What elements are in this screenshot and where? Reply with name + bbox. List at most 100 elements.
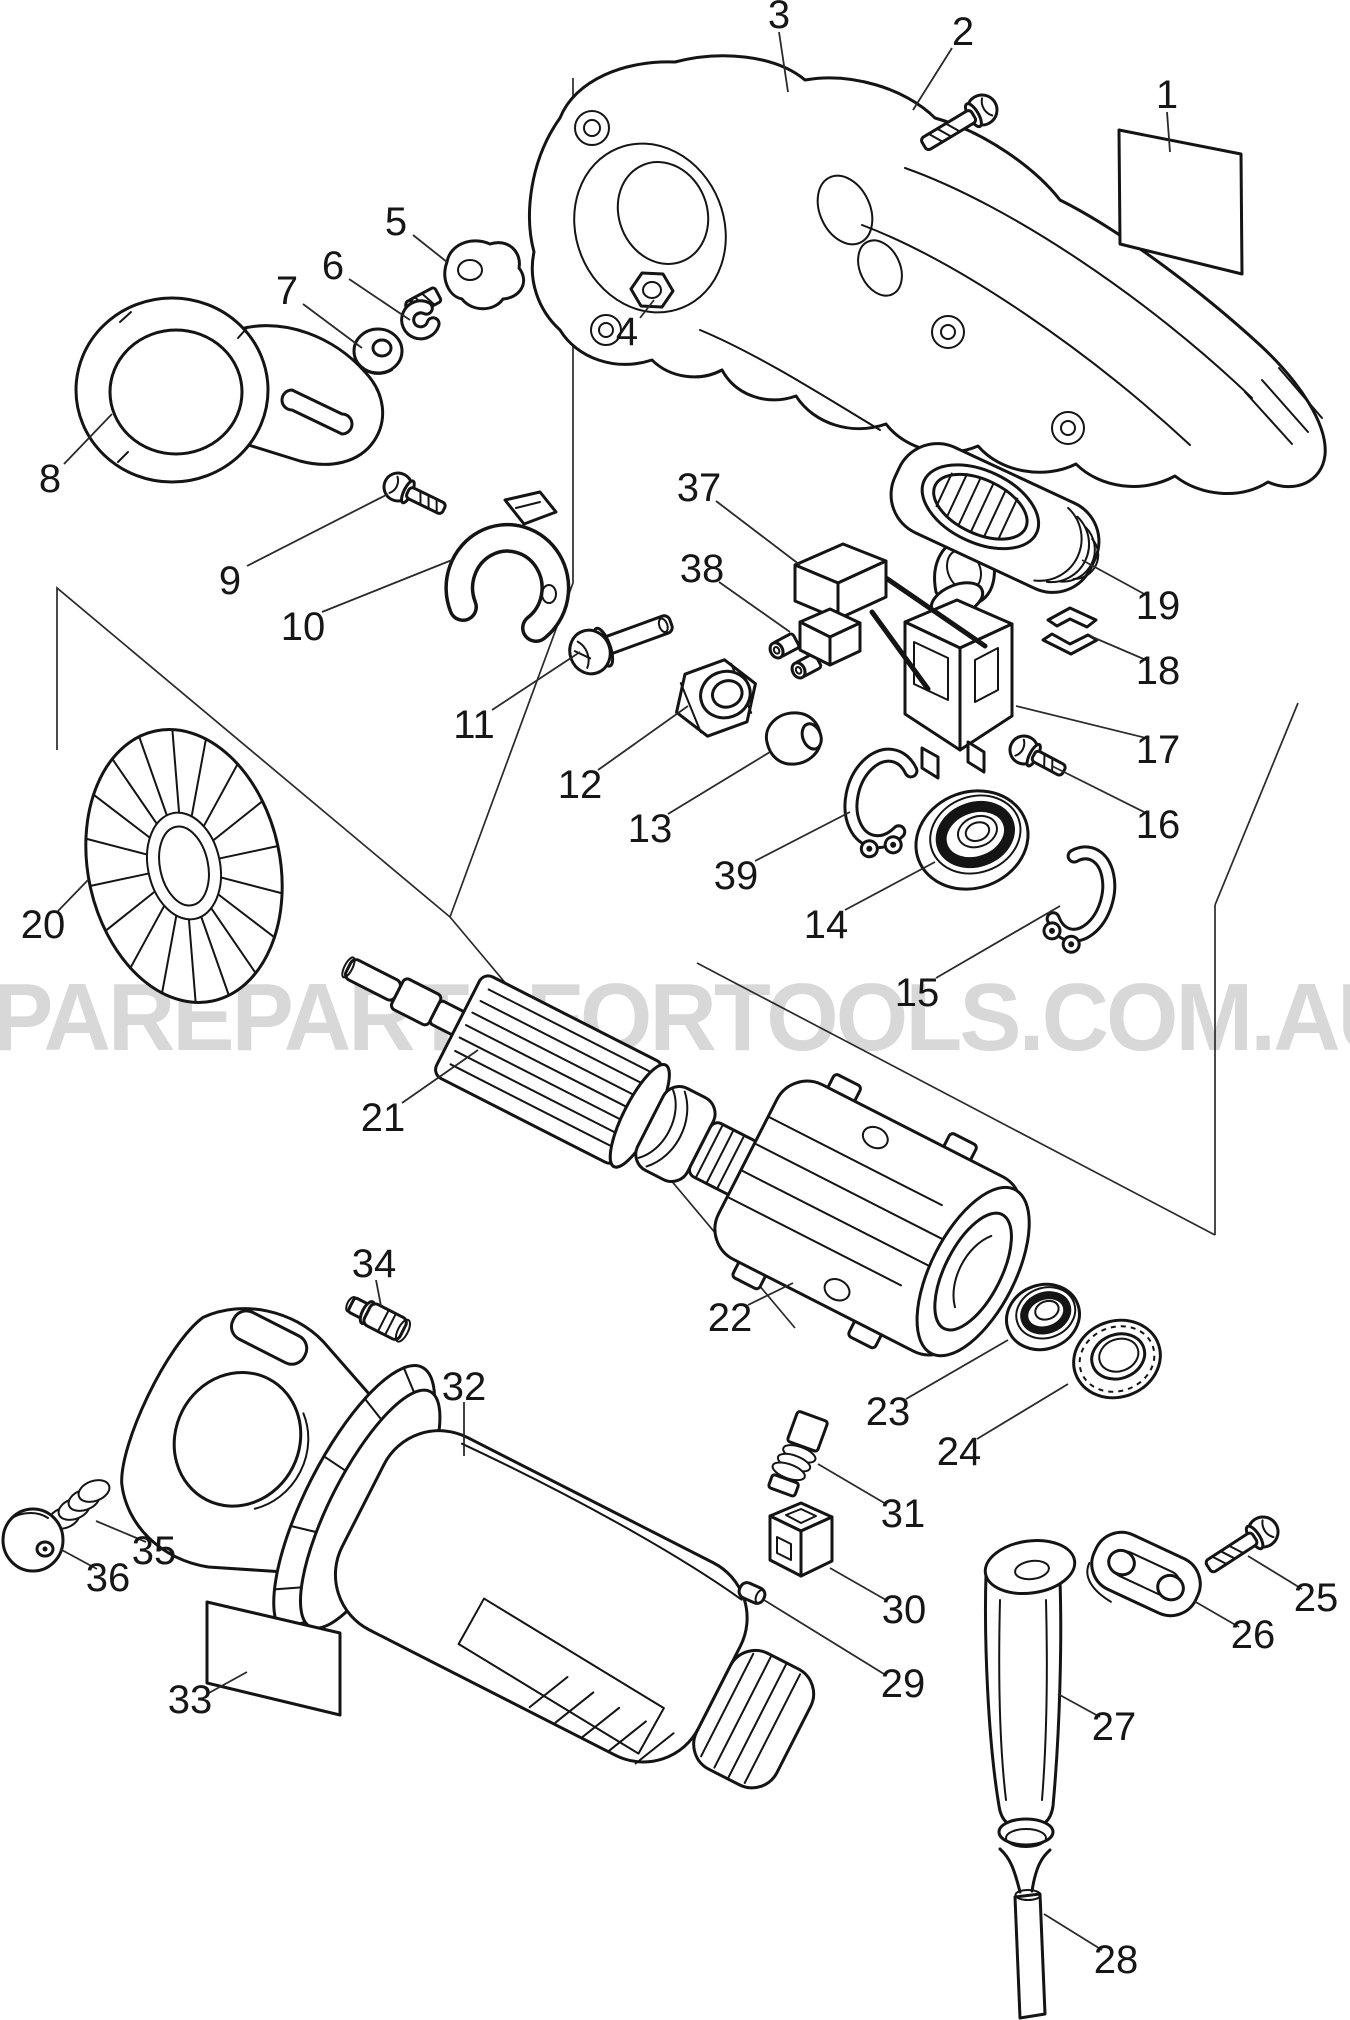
leader-line-5 [412, 234, 448, 263]
leader-line-37 [715, 500, 801, 566]
part-number-6: 6 [322, 244, 344, 288]
leader-line-29 [763, 1599, 885, 1675]
part-hex-nut [629, 271, 675, 309]
leader-line-15 [935, 905, 1061, 979]
leader-line-22 [747, 1282, 794, 1306]
part-bearing-14 [914, 789, 1030, 891]
part-number-13: 13 [628, 807, 673, 851]
part-number-2: 2 [952, 10, 974, 54]
leader-line-36 [59, 1548, 98, 1570]
part-washer [352, 327, 404, 375]
part-nameplate [1117, 128, 1244, 276]
part-number-15: 15 [895, 971, 940, 1015]
part-shaft-lock-lever [444, 490, 571, 643]
part-collet-nut [675, 658, 757, 738]
part-number-1: 1 [1156, 73, 1178, 117]
part-number-21: 21 [361, 1096, 406, 1140]
part-screw-25 [1204, 1515, 1280, 1574]
part-number-35: 35 [132, 1529, 177, 1573]
leader-line-28 [1043, 1913, 1103, 1951]
part-number-5: 5 [385, 200, 407, 244]
part-cord-clamp [1086, 1530, 1202, 1618]
leader-line-10 [321, 559, 453, 613]
part-number-31: 31 [881, 1492, 926, 1536]
part-number-34: 34 [352, 1242, 397, 1286]
part-armature [341, 956, 786, 1197]
part-number-25: 25 [1294, 1576, 1339, 1620]
leader-line-6 [348, 278, 411, 321]
leader-line-1 [1166, 111, 1171, 153]
part-number-39: 39 [714, 854, 759, 898]
part-number-30: 30 [882, 1588, 927, 1632]
part-number-19: 19 [1136, 584, 1181, 628]
leader-line-35 [95, 1520, 147, 1543]
leader-line-33 [206, 1671, 248, 1695]
part-number-10: 10 [281, 605, 326, 649]
construction-line [1214, 702, 1299, 906]
leader-line-27 [1057, 1693, 1101, 1718]
part-carbon-brush [767, 1410, 829, 1498]
leader-line-19 [1081, 559, 1147, 596]
part-number-9: 9 [219, 559, 241, 603]
part-number-29: 29 [881, 1662, 926, 1706]
part-number-4: 4 [616, 310, 638, 354]
part-number-11: 11 [453, 703, 495, 747]
part-screw-2 [920, 93, 999, 152]
part-number-3: 3 [768, 0, 790, 37]
part-cap [1, 1507, 65, 1573]
leader-line-2 [912, 47, 953, 111]
leader-line-4 [639, 299, 655, 319]
leader-line-18 [1089, 635, 1147, 661]
leader-line-25 [1247, 1555, 1303, 1590]
part-fan [84, 728, 284, 1004]
part-rubber-ring [1072, 1318, 1162, 1400]
leader-line-7 [302, 303, 363, 349]
part-capacitor [793, 542, 988, 692]
part-number-18: 18 [1136, 649, 1181, 693]
leader-line-9 [246, 493, 389, 567]
part-collet-bolt [568, 614, 674, 676]
part-number-37: 37 [677, 466, 722, 510]
leader-line-3 [778, 31, 789, 93]
part-number-23: 23 [866, 1390, 911, 1434]
leader-line-30 [829, 1567, 887, 1601]
construction-line [696, 962, 1216, 1236]
part-cord [998, 1847, 1052, 2020]
leader-line-21 [401, 1049, 479, 1104]
leader-line-17 [1015, 705, 1147, 739]
leader-line-8 [63, 413, 113, 465]
part-number-17: 17 [1136, 728, 1181, 772]
part-brush-holder [768, 1501, 834, 1578]
part-grip [983, 1539, 1077, 1848]
part-number-8: 8 [39, 457, 61, 501]
part-number-38: 38 [680, 547, 725, 591]
leader-line-39 [754, 811, 851, 862]
leader-line-26 [1193, 1600, 1240, 1628]
part-clip-washer [400, 299, 441, 341]
part-cone [764, 711, 823, 766]
leader-line-11 [491, 651, 581, 711]
leader-line-14 [844, 861, 936, 911]
leader-line-16 [1051, 765, 1147, 814]
part-pin-29 [737, 1581, 767, 1605]
leader-line-31 [817, 1463, 887, 1505]
part-number-36: 36 [86, 1556, 131, 1600]
part-snap-ring-15 [1042, 845, 1117, 954]
leader-line-20 [57, 879, 89, 912]
leader-line-24 [976, 1383, 1069, 1440]
part-slide-button [889, 442, 1101, 594]
part-bearing-23 [1005, 1282, 1081, 1352]
leader-line-13 [667, 751, 771, 815]
part-field [713, 1073, 1031, 1358]
part-number-22: 22 [708, 1296, 753, 1340]
part-number-32: 32 [442, 1365, 487, 1409]
part-guard [74, 296, 385, 484]
part-pin-34 [345, 1296, 411, 1343]
part-labels-layer: 1234567891011121314151617181920212223242… [21, 0, 1339, 1982]
part-clip [1041, 606, 1099, 656]
part-screw-9 [382, 471, 447, 515]
part-number-7: 7 [276, 269, 298, 313]
part-number-20: 20 [21, 903, 66, 947]
